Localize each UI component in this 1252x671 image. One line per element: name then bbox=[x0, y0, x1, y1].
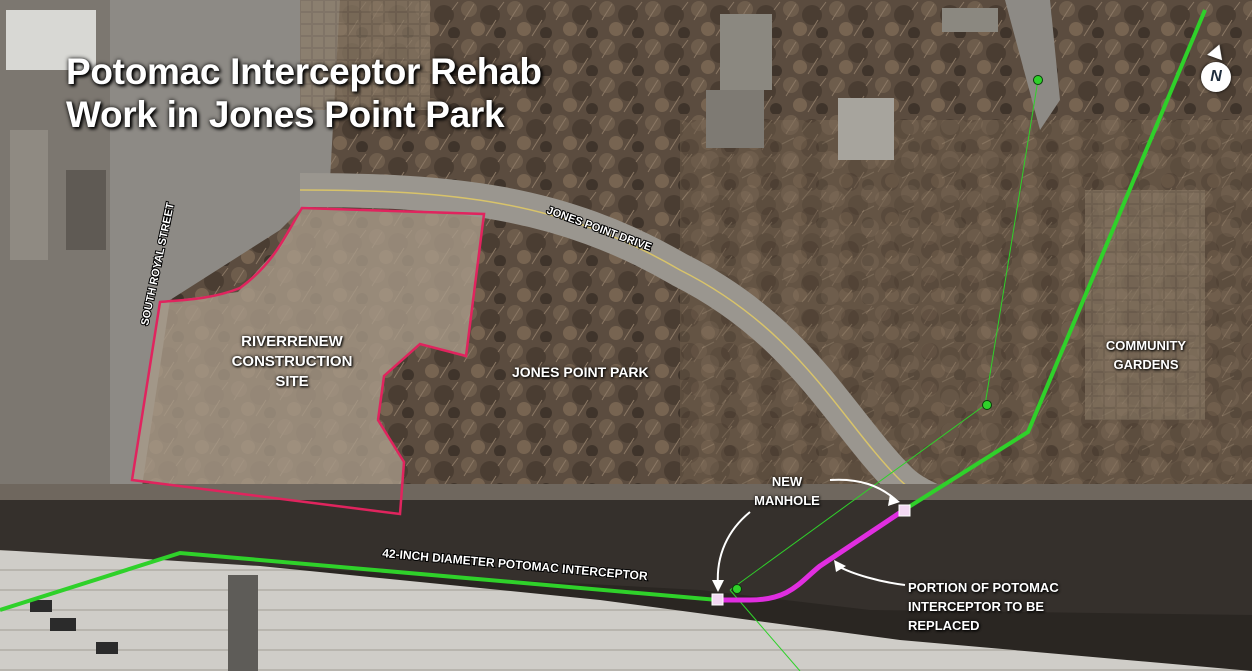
vehicle bbox=[96, 642, 118, 654]
house bbox=[706, 90, 764, 148]
title-line-2: Work in Jones Point Park bbox=[66, 94, 505, 135]
community-gardens-label: COMMUNITY GARDENS bbox=[1105, 338, 1187, 372]
house bbox=[942, 8, 998, 32]
vehicle bbox=[50, 618, 76, 631]
title-line-1: Potomac Interceptor Rehab bbox=[66, 51, 542, 92]
arrowhead-icon bbox=[712, 580, 724, 592]
compass-letter: N bbox=[1210, 68, 1222, 85]
vehicle bbox=[30, 600, 52, 612]
new-manhole-label: NEW MANHOLE bbox=[754, 474, 820, 508]
building bbox=[66, 170, 106, 250]
callout-arrow bbox=[716, 511, 751, 586]
parking-lot bbox=[110, 0, 340, 500]
community-garden-plots bbox=[1085, 190, 1205, 420]
construction-ground bbox=[132, 208, 484, 514]
building bbox=[6, 10, 96, 70]
bridge-tower bbox=[228, 575, 258, 671]
new-manhole-marker[interactable] bbox=[898, 504, 911, 517]
survey-line bbox=[729, 404, 986, 591]
house bbox=[838, 98, 894, 160]
survey-line bbox=[984, 79, 1039, 406]
potomac-interceptor-line-east[interactable] bbox=[902, 9, 1207, 512]
new-manhole-marker[interactable] bbox=[711, 593, 724, 606]
existing-manhole-dot[interactable] bbox=[732, 584, 742, 594]
house bbox=[720, 14, 772, 90]
survey-line bbox=[729, 589, 801, 671]
arrowhead-icon bbox=[888, 494, 900, 506]
existing-manhole-dot[interactable] bbox=[982, 400, 992, 410]
map-title: Potomac Interceptor Rehab Work in Jones … bbox=[66, 50, 542, 136]
compass: N bbox=[1201, 62, 1231, 92]
arrowhead-icon bbox=[834, 560, 846, 572]
construction-site-label: RIVERRENEW CONSTRUCTION SITE bbox=[231, 333, 353, 390]
existing-manhole-dot[interactable] bbox=[1033, 75, 1043, 85]
woodrow-wilson-bridge bbox=[0, 550, 1252, 671]
garden-plots bbox=[300, 0, 430, 110]
building bbox=[10, 130, 48, 260]
replaced-interceptor-segment[interactable] bbox=[718, 507, 906, 603]
construction-site-boundary[interactable] bbox=[130, 206, 486, 516]
replaced-portion-label: PORTION OF POTOMAC INTERCEPTOR TO BE REP… bbox=[908, 580, 1059, 633]
callout-arrow bbox=[837, 565, 906, 586]
north-path bbox=[1005, 0, 1060, 130]
potomac-interceptor-line-west[interactable] bbox=[0, 550, 719, 612]
jones-point-park-label: JONES POINT PARK bbox=[512, 364, 649, 380]
